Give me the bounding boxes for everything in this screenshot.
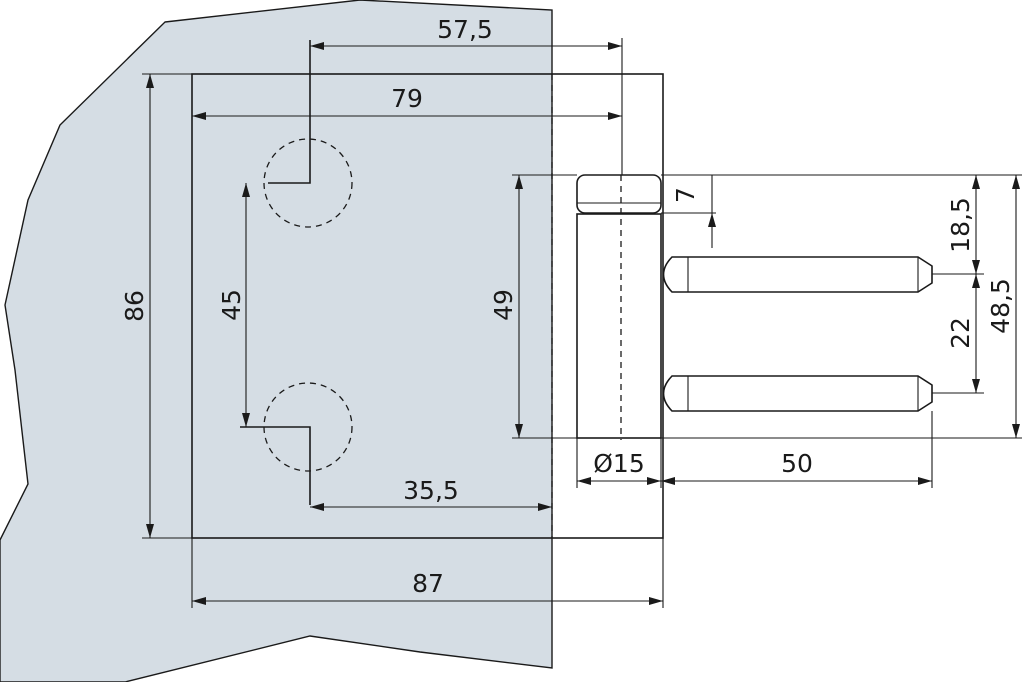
- dim-label-87: 87: [412, 569, 444, 598]
- dim-label-22: 22: [946, 317, 975, 349]
- hole-center-mark-top: [268, 40, 311, 184]
- dim-label-48-5: 48,5: [986, 278, 1015, 334]
- dim-label-79: 79: [391, 84, 423, 113]
- hinge-barrel-cap: [576, 174, 662, 214]
- dim-label-86: 86: [120, 290, 149, 322]
- dim-label-18-5: 18,5: [946, 197, 975, 253]
- hole-center-mark-bottom: [240, 426, 311, 505]
- dim-label-45: 45: [217, 289, 246, 321]
- screw-hole-bottom: [263, 382, 353, 472]
- hinge-pin-top: [662, 256, 933, 293]
- dim-label-35-5: 35,5: [403, 476, 459, 505]
- dim-label-dia15: Ø15: [593, 449, 645, 478]
- dim-label-49: 49: [489, 289, 518, 321]
- hinge-barrel: [576, 213, 662, 439]
- mounting-plate: [191, 73, 664, 539]
- dim-label-57-5: 57,5: [437, 15, 493, 44]
- dim-label-50: 50: [781, 449, 813, 478]
- hinge-pin-bottom: [662, 375, 933, 412]
- door-material-section: [0, 0, 553, 682]
- dim-label-7: 7: [671, 187, 700, 203]
- screw-hole-top: [263, 138, 353, 228]
